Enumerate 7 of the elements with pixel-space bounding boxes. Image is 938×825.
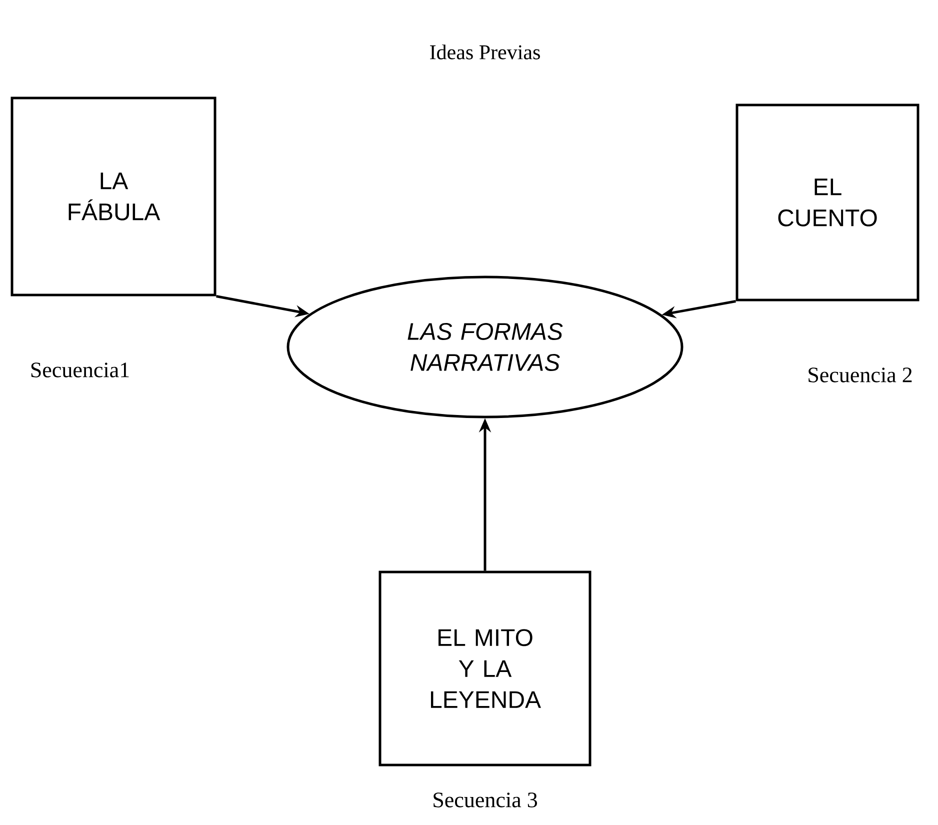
concept-box: EL CUENTO: [736, 104, 920, 302]
concept-box: LA FÁBULA: [10, 96, 216, 296]
sequence-label: Secuencia 2: [808, 368, 912, 382]
sequence-label: Secuencia 3: [434, 792, 537, 808]
sequence-label: Secuencia1: [31, 362, 129, 378]
title: Ideas Previas: [430, 44, 540, 60]
concept-box: EL MITO Y LA LEYENDA: [378, 570, 592, 766]
